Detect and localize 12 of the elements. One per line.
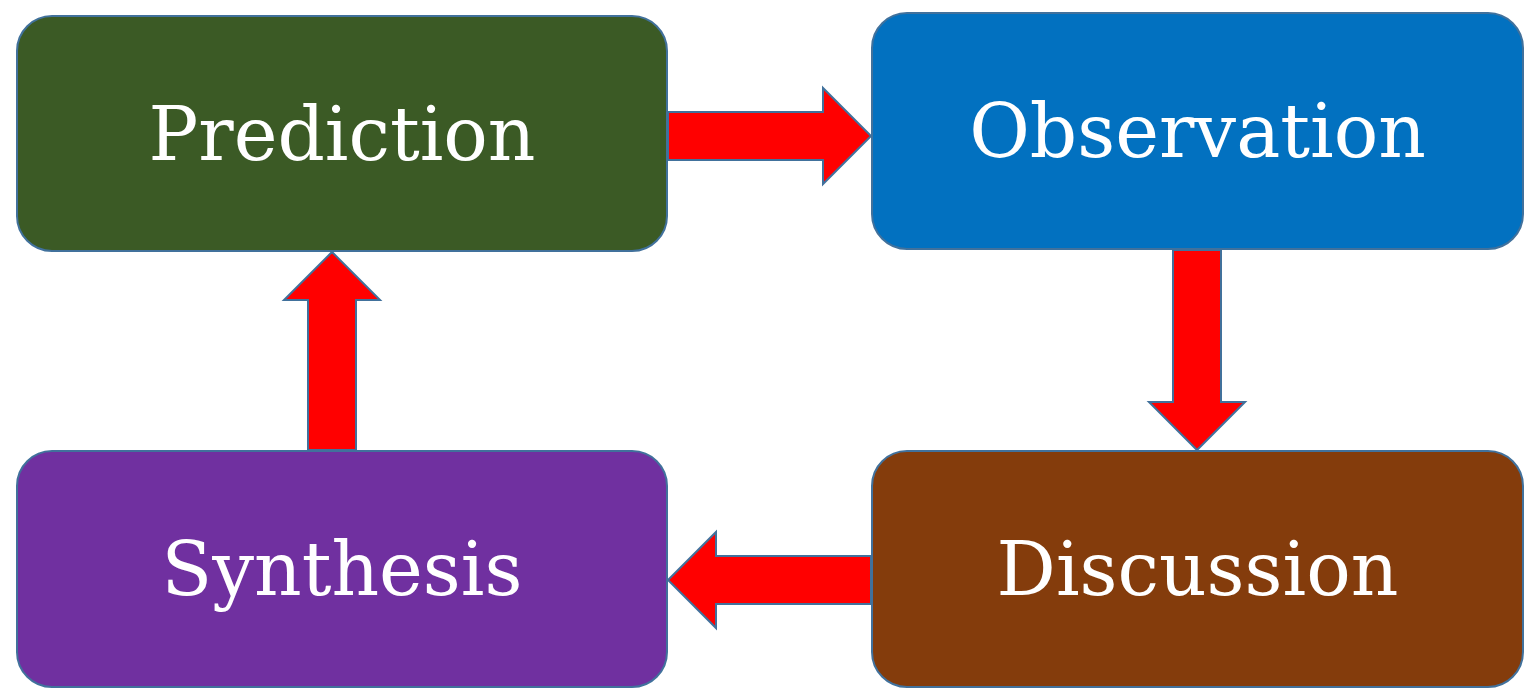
box-label: Observation bbox=[969, 88, 1426, 174]
box-label: Discussion bbox=[996, 526, 1399, 612]
process-box bbox=[16, 15, 668, 252]
box-label: Synthesis bbox=[161, 526, 523, 612]
process-box bbox=[871, 450, 1524, 688]
box-label: Prediction bbox=[148, 90, 536, 177]
block-arrow bbox=[1146, 249, 1248, 452]
block-arrow bbox=[281, 250, 383, 451]
block-arrow bbox=[667, 85, 873, 187]
block-arrow bbox=[666, 529, 872, 631]
process-box bbox=[871, 12, 1524, 250]
process-box bbox=[16, 450, 668, 688]
